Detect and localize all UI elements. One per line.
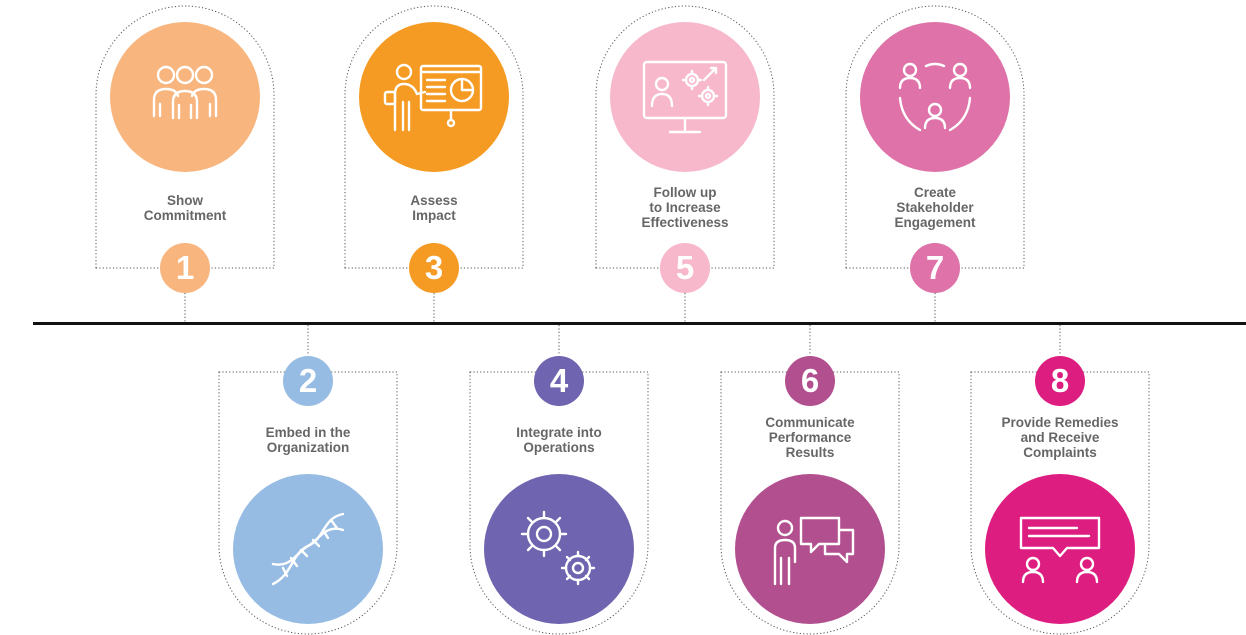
step-7-title: Create Stakeholder Engagement [894, 185, 976, 230]
step-1-title: Show Commitment [143, 193, 227, 223]
step-6-title: Communicate Performance Results [765, 415, 855, 460]
step-8-title: Provide Remedies and Receive Complaints [1001, 415, 1119, 460]
step-5-bubble [610, 22, 760, 172]
step-7-number: 7 [910, 243, 960, 293]
step-4-bubble [484, 474, 634, 624]
step-5-title: Follow up to Increase Effectiveness [641, 185, 729, 230]
stakeholder-network-icon [898, 62, 972, 132]
frame-step-1 [95, 5, 275, 269]
frame-step-4 [469, 371, 649, 635]
step-2-bubble [233, 474, 383, 624]
frame-step-5 [595, 5, 775, 269]
dna-icon [271, 512, 345, 586]
feedback-dialogue-icon [1019, 516, 1101, 584]
step-3-number: 3 [409, 243, 459, 293]
step-8-bubble [985, 474, 1135, 624]
gears-icon [520, 510, 596, 586]
speaker-chat-icon [773, 516, 855, 586]
timeline-axis [33, 322, 1246, 325]
monitor-analytics-icon [642, 60, 728, 134]
frame-step-8 [970, 371, 1150, 635]
frame-step-2 [218, 371, 398, 635]
step-3-title: Assess Impact [410, 193, 458, 223]
step-1-number: 1 [160, 243, 210, 293]
frame-step-3 [344, 5, 524, 269]
frame-step-7 [845, 5, 1025, 269]
step-4-title: Integrate into Operations [516, 425, 602, 455]
step-7-bubble [860, 22, 1010, 172]
step-4-number: 4 [534, 356, 584, 406]
step-6-bubble [735, 474, 885, 624]
step-2-title: Embed in the Organization [265, 425, 351, 455]
step-1-bubble [110, 22, 260, 172]
step-3-bubble [359, 22, 509, 172]
step-2-number: 2 [283, 356, 333, 406]
frame-step-6 [720, 371, 900, 635]
step-5-number: 5 [660, 243, 710, 293]
step-6-number: 6 [785, 356, 835, 406]
people-group-icon [152, 65, 218, 120]
step-8-number: 8 [1035, 356, 1085, 406]
presentation-icon [383, 63, 483, 132]
